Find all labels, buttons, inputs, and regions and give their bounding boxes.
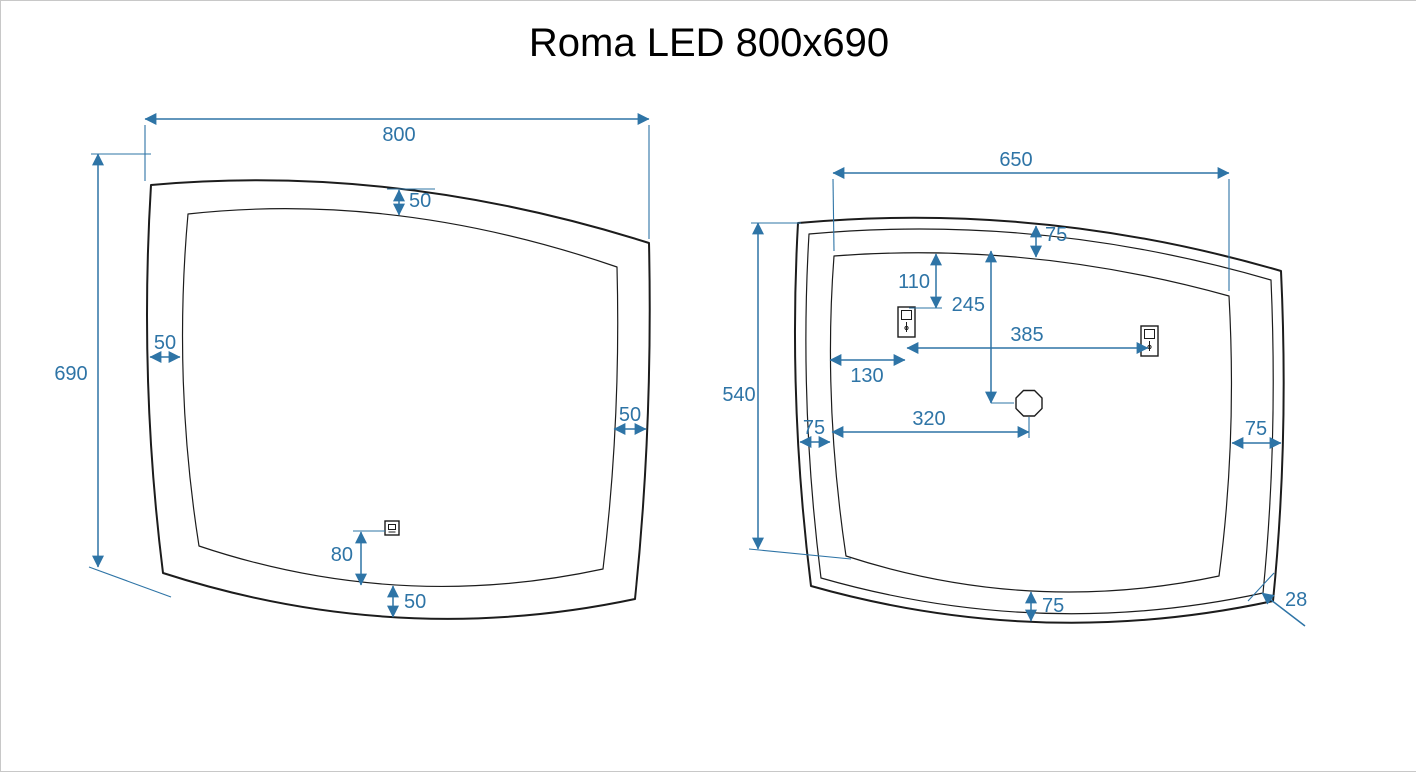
mirror-edge-depth-line <box>805 228 1274 615</box>
cable-outlet-icon <box>1015 389 1043 417</box>
dim-top-inset-label: 50 <box>409 190 431 212</box>
ext-line <box>832 178 835 252</box>
dim-bracket-drop: 110 <box>898 253 942 309</box>
dim-right-inset: 50 <box>613 404 647 435</box>
sensor-detail <box>388 524 396 530</box>
dim-front-height-label: 690 <box>54 363 87 385</box>
dim-box-left-offset-label: 320 <box>912 408 945 430</box>
rear-view: 650 540 75 110 245 <box>722 149 1307 627</box>
dim-bottom-margin-label: 75 <box>1042 595 1064 617</box>
dim-box-left-offset: 320 <box>831 408 1030 438</box>
dim-bracket-left-offset-label: 130 <box>850 365 883 387</box>
dim-left-margin-label: 75 <box>803 417 825 439</box>
dim-box-drop: 245 <box>952 250 1014 404</box>
dim-left-inset-label: 50 <box>154 332 176 354</box>
ext-line <box>748 548 852 560</box>
dim-bracket-span: 385 <box>906 324 1149 354</box>
mounting-bracket-right-icon <box>1140 325 1159 357</box>
touch-sensor-icon <box>384 520 400 536</box>
mirror-outer-outline <box>146 179 651 620</box>
bracket-hole <box>904 325 909 331</box>
dim-panel-height-label: 540 <box>722 384 755 406</box>
dim-left-margin: 75 <box>799 417 831 448</box>
dim-bottom-inset-label: 50 <box>404 591 426 613</box>
dim-bottom-inset: 50 <box>387 585 426 618</box>
drawing-title: Roma LED 800x690 <box>528 21 890 65</box>
dim-bracket-span-label: 385 <box>1010 324 1043 346</box>
dim-left-inset: 50 <box>149 332 181 363</box>
bracket-slot <box>1144 329 1155 339</box>
mirror-rear-outer-outline <box>793 216 1285 624</box>
dim-top-margin-label: 75 <box>1045 224 1067 246</box>
mounting-bracket-left-icon <box>897 306 916 338</box>
dim-right-inset-label: 50 <box>619 404 641 426</box>
dim-front-height: 690 <box>54 153 172 598</box>
dim-right-margin-label: 75 <box>1245 418 1267 440</box>
sensor-body <box>384 520 400 536</box>
dim-box-drop-label: 245 <box>952 294 985 316</box>
tick-line <box>1247 572 1275 602</box>
ext-line <box>88 566 172 598</box>
dim-top-margin: 75 <box>1030 224 1067 258</box>
back-panel-outline <box>829 252 1233 593</box>
leader-line <box>1261 592 1306 627</box>
dim-panel-width-label: 650 <box>999 149 1032 171</box>
dim-bottom-margin: 75 <box>1025 591 1064 622</box>
dim-panel-height: 540 <box>722 222 852 560</box>
dim-sensor-offset-label: 80 <box>331 544 353 566</box>
led-frame-outline <box>181 208 619 588</box>
dim-sensor-offset: 80 <box>331 530 385 586</box>
dim-top-inset: 50 <box>387 188 435 216</box>
dim-front-width: 800 <box>144 113 650 239</box>
dim-thickness: 28 <box>1247 572 1307 627</box>
dim-right-margin: 75 <box>1231 418 1282 449</box>
dim-bracket-left-offset: 130 <box>829 354 906 387</box>
dim-bracket-drop-label: 110 <box>898 271 930 293</box>
dim-panel-width: 650 <box>832 149 1230 291</box>
dim-thickness-label: 28 <box>1285 589 1307 611</box>
dim-front-width-label: 800 <box>382 124 415 146</box>
front-view: 800 690 50 50 50 <box>54 113 651 620</box>
bracket-slot <box>901 310 912 320</box>
